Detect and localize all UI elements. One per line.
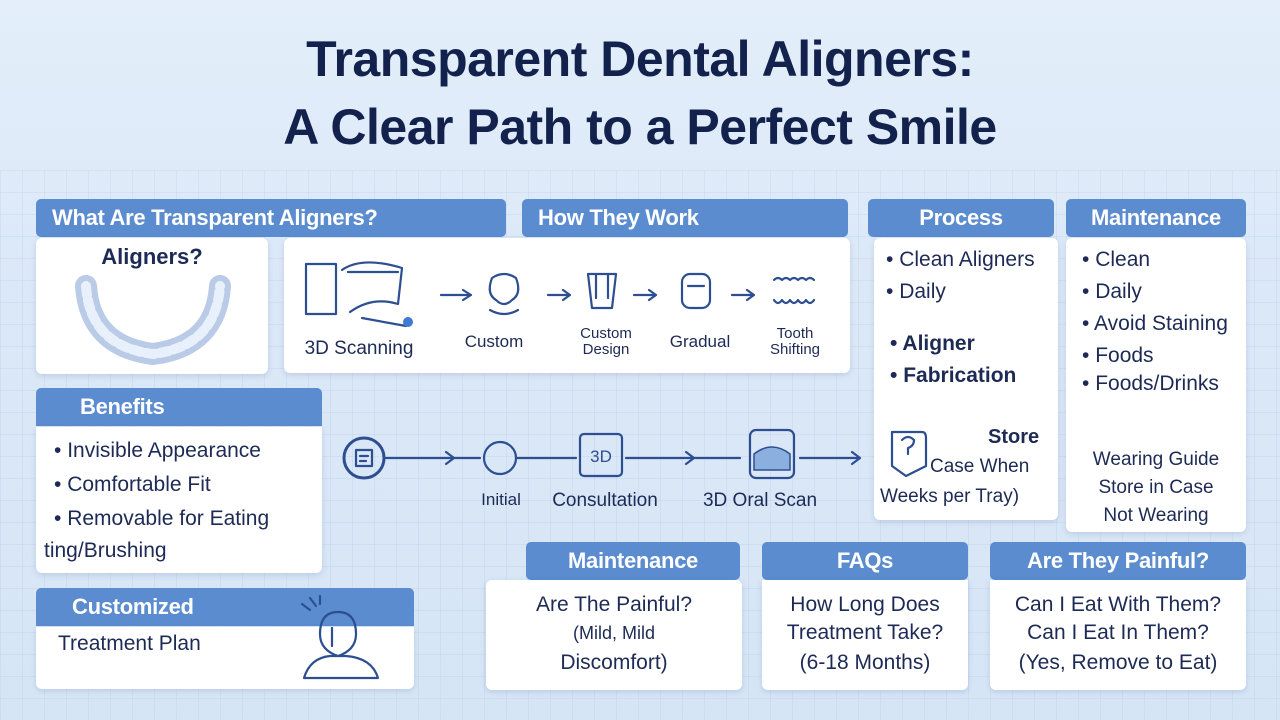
aligner-tray-icon (75, 275, 231, 366)
maintenance-item: • Foods (1082, 344, 1154, 367)
store-line: Case When (930, 456, 1030, 477)
process-header: Process (868, 199, 1054, 237)
arrow-icon (439, 288, 473, 302)
store-line: Weeks per Tray) (880, 486, 1020, 507)
how-step-3: Custom Design (580, 325, 632, 358)
how-panel: 3D Scanning Custom Custom Design Gradual… (284, 238, 850, 373)
title-line-2: A Clear Path to a Perfect Smile (283, 99, 997, 155)
maintenance-bottom-panel: Are The Painful? (Mild, Mild Discomfort) (486, 580, 742, 690)
maintenance-item: • Foods/Drinks (1082, 372, 1219, 395)
process-item: • Clean Aligners (886, 248, 1035, 271)
note-line: Not Wearing (1103, 505, 1209, 526)
how-step-2: Custom (464, 332, 524, 351)
maintenance-top-panel: • Clean • Daily • Avoid Staining • Foods… (1066, 238, 1246, 532)
note-line: Wearing Guide (1092, 449, 1220, 470)
title-line-1: Transparent Dental Aligners: (306, 31, 974, 87)
teeth-icon (772, 276, 816, 305)
maintenance-bottom-line: (Mild, Mild (572, 623, 655, 643)
maintenance-top-header: Maintenance (1066, 199, 1246, 237)
maintenance-item: • Avoid Staining (1082, 312, 1228, 335)
svg-text:3D: 3D (590, 447, 612, 466)
how-step-4: Gradual (669, 332, 731, 351)
painful-header: Are They Painful? (990, 542, 1246, 580)
maintenance-bottom-header: Maintenance (526, 542, 740, 580)
tooth-model-icon (488, 272, 520, 316)
arrow-icon (546, 288, 572, 302)
scanner-icon (304, 261, 413, 328)
what-header: What Are Transparent Aligners? (36, 199, 506, 237)
what-panel: Aligners? (36, 238, 268, 374)
how-header: How They Work (522, 199, 848, 237)
benefit-item: • Invisible Appearance (54, 439, 261, 462)
benefit-extra: ting/Brushing (44, 539, 167, 562)
customized-header: Customized (36, 588, 414, 626)
what-sub: Aligners? (101, 244, 203, 269)
benefits-header: Benefits (36, 388, 322, 426)
maintenance-bottom-line: Are The Painful? (535, 593, 693, 616)
patient-icon (300, 594, 380, 680)
benefit-item: • Comfortable Fit (54, 473, 211, 496)
process-item: • Daily (886, 280, 946, 303)
flow-step-consultation: Consultation (552, 490, 658, 511)
customized-body: Treatment Plan (58, 632, 201, 655)
design-icon (586, 272, 618, 310)
faqs-panel: How Long Does Treatment Take? (6-18 Mont… (762, 580, 968, 690)
aligner-box-icon (680, 272, 712, 310)
process-item: • Fabrication (890, 364, 1017, 387)
storage-case-icon (890, 430, 928, 478)
painful-line: (Yes, Remove to Eat) (1018, 651, 1218, 674)
flow-step-scan: 3D Oral Scan (702, 490, 818, 511)
faq-line: Treatment Take? (786, 621, 944, 644)
how-step-5: Tooth Shifting (769, 325, 821, 358)
arrow-icon (730, 288, 756, 302)
maintenance-bottom-line: Discomfort) (560, 651, 668, 674)
painful-line: Can I Eat With Them? (1014, 593, 1222, 616)
how-step-1: 3D Scanning (304, 338, 414, 359)
maintenance-item: • Daily (1082, 280, 1142, 303)
arrow-icon (632, 288, 658, 302)
maintenance-item: • Clean (1082, 248, 1151, 271)
painful-panel: Can I Eat With Them? Can I Eat In Them? … (990, 580, 1246, 690)
process-panel: • Clean Aligners • Daily • Aligner • Fab… (874, 238, 1058, 520)
store-title: Store (988, 426, 1040, 448)
benefits-panel: • Invisible Appearance • Comfortable Fit… (36, 427, 322, 573)
process-item: • Aligner (890, 332, 975, 355)
flow-diagram: 3D (342, 428, 862, 480)
faqs-header: FAQs (762, 542, 968, 580)
faq-line: How Long Does (790, 593, 940, 616)
note-line: Store in Case (1098, 477, 1214, 498)
painful-line: Can I Eat In Them? (1027, 621, 1209, 644)
flow-step-initial: Initial (481, 490, 521, 509)
benefit-item: • Removable for Eating (54, 507, 270, 530)
faq-line: (6-18 Months) (799, 651, 931, 674)
